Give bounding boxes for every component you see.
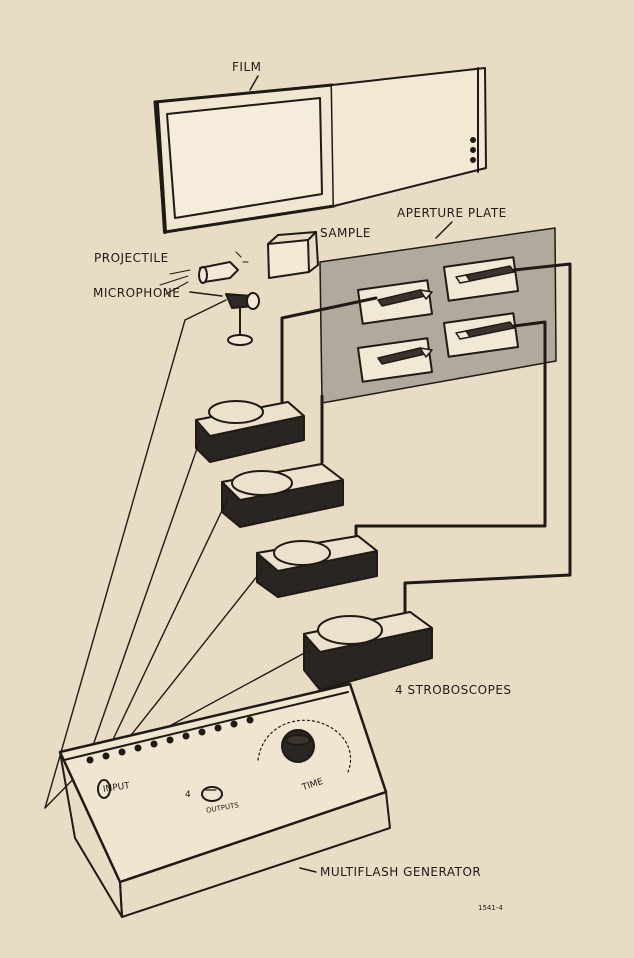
sample-block: [268, 232, 318, 278]
multiflash-generator-label: MULTIFLASH GENERATOR: [320, 865, 481, 879]
outputs-count-label: 4: [185, 790, 191, 800]
multiflash-generator: [60, 684, 390, 917]
stroboscope-3: [257, 536, 377, 597]
projectile-label: PROJECTILE: [94, 251, 169, 265]
microphone-label: MICROPHONE: [93, 286, 180, 300]
stroboscope-4: [304, 612, 432, 690]
film-label: FILM: [232, 60, 261, 74]
stroboscope-1: [196, 401, 304, 462]
stroboscope-2: [222, 464, 343, 527]
aperture-plate: [320, 222, 556, 403]
sample-label: SAMPLE: [320, 226, 371, 240]
stroboscopes-label: 4 STROBOSCOPES: [395, 683, 512, 697]
aperture-plate-label: APERTURE PLATE: [397, 206, 507, 220]
microphone: [190, 292, 259, 345]
figure-number: 1541-4: [478, 904, 503, 912]
